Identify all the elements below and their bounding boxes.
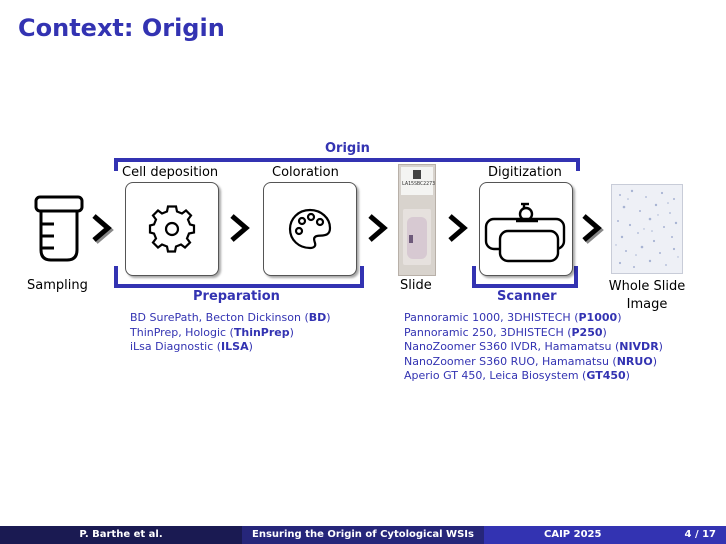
slide-photo: LA15SBC2273: [398, 164, 436, 276]
preparation-list: BD SurePath, Becton Dickinson (BD) ThinP…: [130, 311, 331, 355]
preparation-label: Preparation: [193, 289, 280, 304]
coloration-box: [263, 182, 357, 276]
palette-icon: [264, 183, 356, 275]
chevron-right-icon: [226, 212, 254, 244]
list-item: NanoZoomer S360 IVDR, Hamamatsu (NIVDR): [404, 340, 663, 355]
wsi-texture: [612, 185, 682, 273]
list-item: Pannoramic 250, 3DHISTECH (P250): [404, 326, 663, 341]
slide-label: Slide: [400, 278, 432, 293]
chevron-right-icon: [364, 212, 392, 244]
gear-icon: [126, 183, 218, 275]
footer-talk-title: Ensuring the Origin of Cytological WSIs: [242, 526, 484, 544]
footer-page-number: 4 / 17: [685, 526, 717, 544]
origin-label: Origin: [325, 141, 370, 156]
coloration-label: Coloration: [272, 165, 339, 180]
wsi-thumbnail: [611, 184, 683, 274]
beaker-icon: [32, 194, 88, 264]
footer-right: CAIP 2025 4 / 17: [484, 526, 726, 544]
list-item: NanoZoomer S360 RUO, Hamamatsu (NRUO): [404, 355, 663, 370]
footer-author: P. Barthe et al.: [0, 526, 242, 544]
chevron-right-icon: [578, 212, 606, 244]
slide-code: LA15SBC2273: [402, 181, 432, 187]
wsi-label: Whole Slide Image: [607, 278, 687, 314]
chevron-right-icon: [88, 212, 116, 244]
footer-bar: P. Barthe et al. Ensuring the Origin of …: [0, 526, 726, 544]
list-item: Pannoramic 1000, 3DHISTECH (P1000): [404, 311, 663, 326]
list-item: iLsa Diagnostic (ILSA): [130, 340, 331, 355]
sampling-label: Sampling: [27, 278, 88, 293]
list-item: ThinPrep, Hologic (ThinPrep): [130, 326, 331, 341]
footer-conference: CAIP 2025: [544, 526, 601, 544]
list-item: BD SurePath, Becton Dickinson (BD): [130, 311, 331, 326]
scanner-list: Pannoramic 1000, 3DHISTECH (P1000) Panno…: [404, 311, 663, 384]
scanner-label: Scanner: [497, 289, 557, 304]
chevron-right-icon: [444, 212, 472, 244]
digitization-box: [479, 182, 573, 276]
cell-deposition-box: [125, 182, 219, 276]
cell-deposition-label: Cell deposition: [122, 165, 218, 180]
scanner-icon: [480, 183, 572, 275]
list-item: Aperio GT 450, Leica Biosystem (GT450): [404, 369, 663, 384]
digitization-label: Digitization: [488, 165, 562, 180]
